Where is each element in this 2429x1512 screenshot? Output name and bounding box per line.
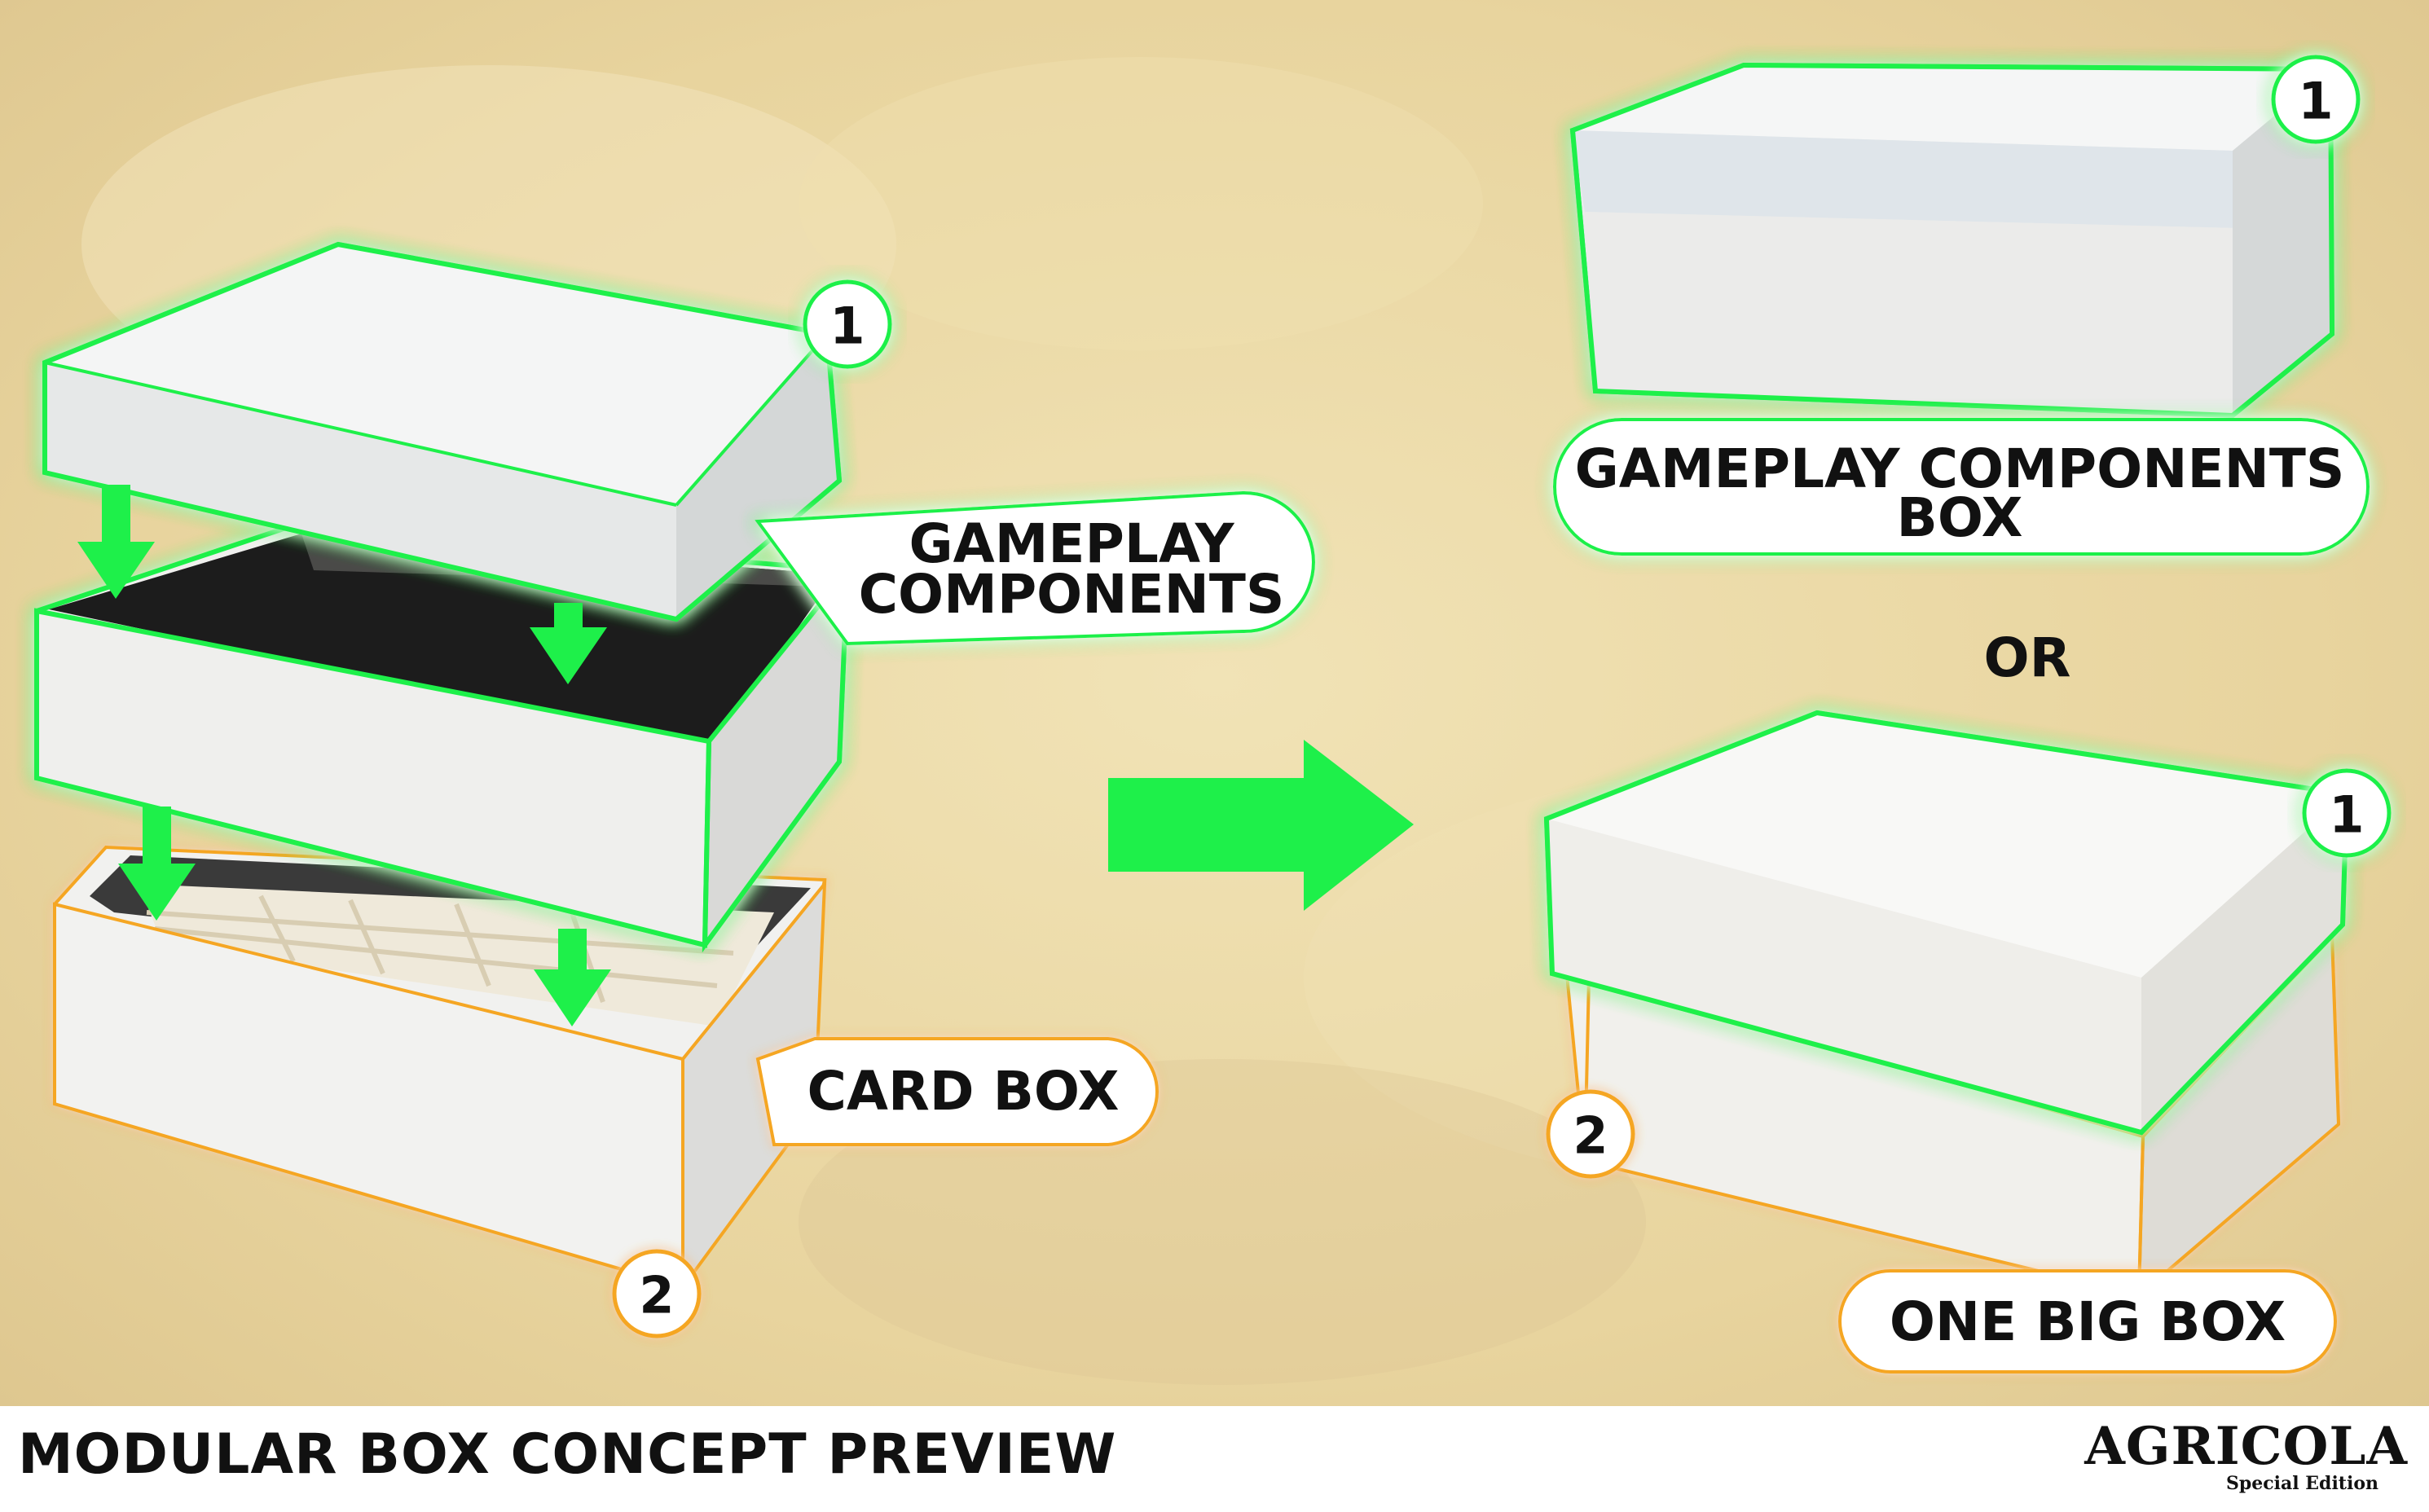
brand-name: AGRICOLA [2084,1416,2408,1477]
down-arrow-icon [77,485,611,1026]
label-gameplay-line2: COMPONENTS [859,563,1285,626]
badge-card-box-left: 2 [612,1249,702,1338]
one-big-box-lid [1543,710,2350,1136]
svg-text:1: 1 [2298,72,2333,131]
svg-text:1: 1 [829,297,865,356]
badge-lid-left: 1 [803,279,892,369]
footer-bar: MODULAR BOX CONCEPT PREVIEW AGRICOLA Spe… [0,1406,2429,1512]
gameplay-components-box [1569,62,2335,419]
right-arrow-icon [1108,740,1414,911]
label-gameplay-box-line1: GAMEPLAY COMPONENTS [1575,437,2345,500]
label-card-box-text: CARD BOX [807,1060,1119,1123]
brand-logo: AGRICOLA Special Edition [2084,1416,2408,1495]
label-one-big-box: ONE BIG BOX [1838,1269,2337,1374]
page-title: MODULAR BOX CONCEPT PREVIEW [18,1422,1117,1487]
label-gameplay-line1: GAMEPLAY [909,512,1235,575]
badge-base-right-bottom: 2 [1546,1089,1635,1179]
svg-text:1: 1 [2329,785,2364,845]
lid-left [42,241,843,622]
label-one-big-box-text: ONE BIG BOX [1890,1290,2286,1353]
svg-text:2: 2 [1573,1106,1608,1166]
one-big-box [1551,822,2341,1299]
brand-subtitle: Special Edition [2226,1473,2378,1494]
or-text: OR [1984,626,2071,689]
badge-lid-right-top: 1 [2271,55,2361,144]
badge-lid-right-bottom: 1 [2302,768,2392,858]
svg-text:2: 2 [639,1266,674,1325]
label-gameplay-components: GAMEPLAY COMPONENTS [755,490,1316,646]
label-gameplay-box-line2: BOX [1897,486,2023,549]
label-card-box: CARD BOX [755,1037,1159,1146]
label-gameplay-components-box: GAMEPLAY COMPONENTS BOX [1553,418,2370,556]
